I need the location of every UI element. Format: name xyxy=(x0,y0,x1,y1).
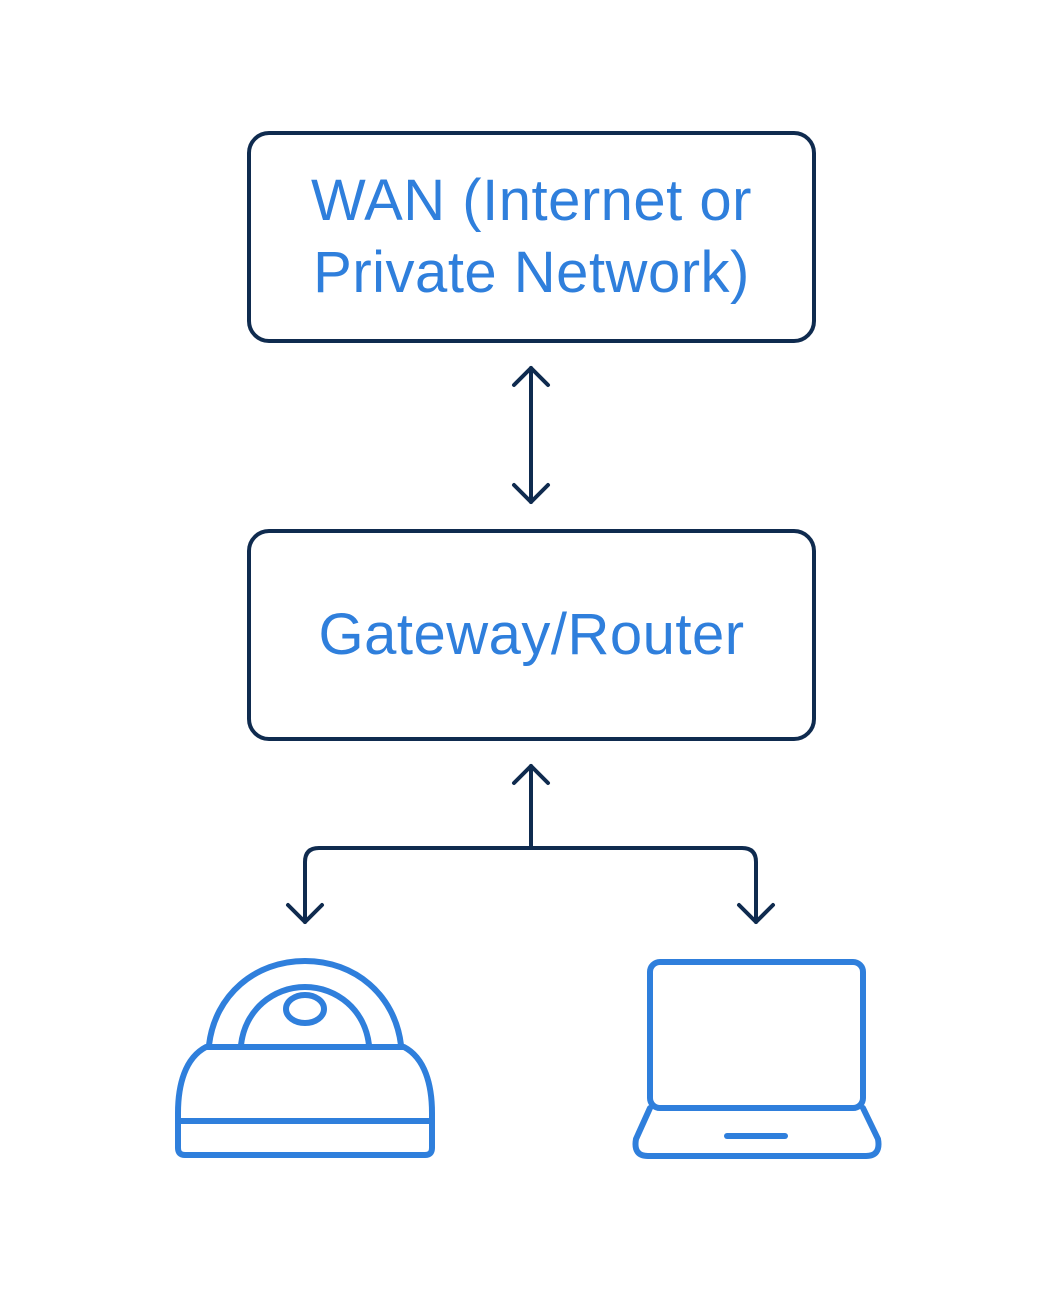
gateway-devices-branch-arrow xyxy=(286,764,775,924)
wan-node-label: WAN (Internet or Private Network) xyxy=(311,168,752,305)
laptop-icon xyxy=(632,959,882,1159)
gateway-router-node-label: Gateway/Router xyxy=(318,602,745,667)
wan-node: WAN (Internet or Private Network) xyxy=(247,131,816,343)
security-camera-icon xyxy=(175,958,435,1158)
gateway-router-node: Gateway/Router xyxy=(247,529,816,741)
wan-gateway-bidirectional-arrow xyxy=(512,366,550,504)
